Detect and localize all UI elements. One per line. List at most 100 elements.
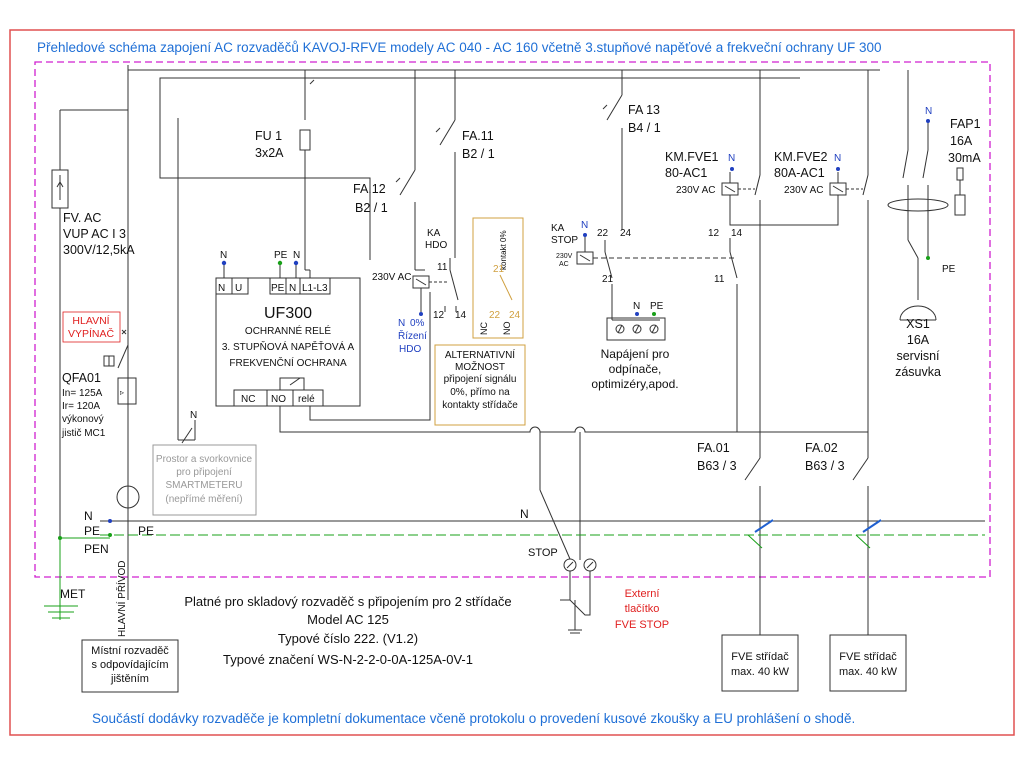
- svg-text:odpínače,: odpínače,: [609, 362, 662, 376]
- ka-stop-label: KA STOP N 230V AC 22 24 21 12 14 11: [551, 220, 743, 285]
- fa13-breaker-symbol: [602, 70, 623, 230]
- svg-text:PE: PE: [650, 301, 664, 312]
- svg-text:N: N: [728, 153, 735, 164]
- svg-text:U: U: [235, 283, 242, 294]
- svg-text:XS1: XS1: [906, 317, 930, 331]
- svg-text:KM.FVE1: KM.FVE1: [665, 150, 719, 164]
- svg-text:PE: PE: [942, 264, 956, 275]
- svg-text:HDO: HDO: [425, 240, 447, 251]
- svg-text:FREKVENČNÍ OCHRANA: FREKVENČNÍ OCHRANA: [229, 356, 347, 369]
- svg-text:KA: KA: [427, 228, 441, 239]
- svg-text:L1-L3: L1-L3: [302, 283, 328, 294]
- svg-text:N: N: [581, 220, 588, 231]
- svg-text:80A-AC1: 80A-AC1: [774, 166, 825, 180]
- svg-text:22: 22: [597, 228, 609, 239]
- svg-text:N: N: [289, 283, 296, 294]
- uf300-label: UF300 OCHRANNÉ RELÉ 3. STUPŇOVÁ NAPĚŤOVÁ…: [222, 305, 355, 405]
- svg-text:AC: AC: [559, 261, 569, 268]
- svg-text:FAP1: FAP1: [950, 117, 981, 131]
- page-title: Přehledové schéma zapojení AC rozvaděčů …: [37, 40, 882, 55]
- spd-label: FV. AC VUP AC I 3 300V/12,5kA: [63, 211, 135, 257]
- svg-text:24: 24: [509, 310, 521, 321]
- svg-text:24: 24: [620, 228, 632, 239]
- fa01-breaker-symbol: [744, 432, 761, 635]
- km-fve1-label: KM.FVE1 80-AC1 N 230V AC: [665, 150, 735, 196]
- svg-text:ALTERNATIVNÍ: ALTERNATIVNÍ: [445, 348, 515, 361]
- svg-text:B4 / 1: B4 / 1: [628, 121, 661, 135]
- control-line: [430, 426, 868, 560]
- svg-text:FA.01: FA.01: [697, 441, 730, 455]
- svg-text:HLAVNÍ: HLAVNÍ: [72, 314, 109, 327]
- svg-text:N: N: [293, 250, 300, 261]
- svg-text:80-AC1: 80-AC1: [665, 166, 707, 180]
- svg-text:PE: PE: [274, 250, 288, 261]
- svg-text:N: N: [633, 301, 640, 312]
- svg-text:0%, přímo na: 0%, přímo na: [450, 387, 510, 398]
- svg-text:Typové značení WS-N-2-2-0-0A-1: Typové značení WS-N-2-2-0-0A-125A-0V-1: [223, 652, 473, 667]
- xs1-label: XS1 16A servisní zásuvka: [895, 317, 941, 379]
- svg-text:N: N: [84, 509, 93, 523]
- svg-text:QFA01: QFA01: [62, 371, 101, 385]
- svg-text:jistič MC1: jistič MC1: [61, 428, 106, 439]
- svg-text:230V AC: 230V AC: [676, 185, 715, 196]
- svg-text:Ir= 120A: Ir= 120A: [62, 401, 100, 412]
- bottom-left-labels: MET HLAVNÍ PŘÍVOD Místní rozvaděč s odpo…: [60, 561, 179, 693]
- spd-symbol: [51, 109, 128, 560]
- svg-text:21: 21: [602, 274, 614, 285]
- svg-text:PE: PE: [271, 283, 285, 294]
- svg-text:optimizéry,apod.: optimizéry,apod.: [591, 377, 678, 391]
- ka-hdo-relay-symbol: [412, 258, 459, 312]
- svg-text:230V AC: 230V AC: [784, 185, 823, 196]
- svg-text:14: 14: [731, 228, 743, 239]
- svg-text:s odpovídajícím: s odpovídajícím: [91, 659, 168, 671]
- svg-text:Napájení pro: Napájení pro: [601, 347, 670, 361]
- svg-text:16A: 16A: [950, 134, 973, 148]
- svg-text:STOP: STOP: [528, 547, 558, 559]
- svg-text:kontakty střídače: kontakty střídače: [442, 400, 518, 411]
- svg-text:STOP: STOP: [551, 235, 578, 246]
- fa12-breaker-symbol: [395, 70, 425, 271]
- svg-text:3x2A: 3x2A: [255, 146, 284, 160]
- svg-text:FA 13: FA 13: [628, 103, 660, 117]
- svg-text:300V/12,5kA: 300V/12,5kA: [63, 243, 135, 257]
- svg-text:230V: 230V: [556, 253, 573, 260]
- svg-text:UF300: UF300: [264, 305, 312, 322]
- svg-text:16A: 16A: [907, 333, 930, 347]
- outer-frame: [9, 29, 1015, 736]
- svg-text:B2 / 1: B2 / 1: [462, 147, 495, 161]
- svg-text:FU 1: FU 1: [255, 129, 282, 143]
- svg-text:22: 22: [489, 310, 501, 321]
- svg-text:VYPÍNAČ: VYPÍNAČ: [68, 327, 115, 340]
- svg-text:▹: ▹: [120, 388, 124, 397]
- svg-text:FA.02: FA.02: [805, 441, 838, 455]
- svg-text:14: 14: [455, 310, 467, 321]
- fa01-label: FA.01 B63 / 3: [697, 441, 737, 473]
- svg-text:Externí: Externí: [625, 588, 660, 600]
- svg-text:relé: relé: [298, 394, 315, 405]
- ka-stop-relay-symbol: [576, 235, 738, 432]
- svg-text:NC: NC: [479, 322, 489, 335]
- svg-text:(nepřímé měření): (nepřímé měření): [165, 494, 242, 505]
- inverter-2: FVE střídač max. 40 kW: [829, 634, 907, 692]
- qfa01-label: QFA01 In= 125A Ir= 120A výkonový jistič …: [61, 371, 106, 439]
- fa11-breaker-symbol: [435, 70, 456, 258]
- svg-text:N: N: [220, 250, 227, 261]
- svg-text:Model AC 125: Model AC 125: [307, 612, 389, 627]
- svg-text:FVE STOP: FVE STOP: [615, 619, 669, 631]
- svg-text:3. STUPŇOVÁ NAPĚŤOVÁ A: 3. STUPŇOVÁ NAPĚŤOVÁ A: [222, 340, 355, 353]
- fa11-label: FA.11 B2 / 1: [462, 129, 495, 161]
- km-fve2-contactor-symbol: [730, 70, 869, 432]
- svg-text:MOŽNOST: MOŽNOST: [455, 360, 505, 373]
- svg-text:0%: 0%: [410, 318, 425, 329]
- smartmeter-box: [152, 444, 257, 516]
- svg-text:N: N: [520, 507, 529, 521]
- fa12-label: FA.12 B2 / 1: [353, 182, 388, 215]
- svg-text:KM.FVE2: KM.FVE2: [774, 150, 828, 164]
- svg-text:12: 12: [433, 310, 445, 321]
- km-fve2-label: KM.FVE2 80A-AC1 N 230V AC: [774, 150, 841, 196]
- svg-text:Prostor a svorkovnice: Prostor a svorkovnice: [156, 454, 253, 465]
- svg-text:HDO: HDO: [399, 344, 421, 355]
- fa02-label: FA.02 B63 / 3: [805, 441, 845, 473]
- svg-text:N: N: [398, 318, 405, 329]
- svg-text:jištěním: jištěním: [110, 673, 149, 685]
